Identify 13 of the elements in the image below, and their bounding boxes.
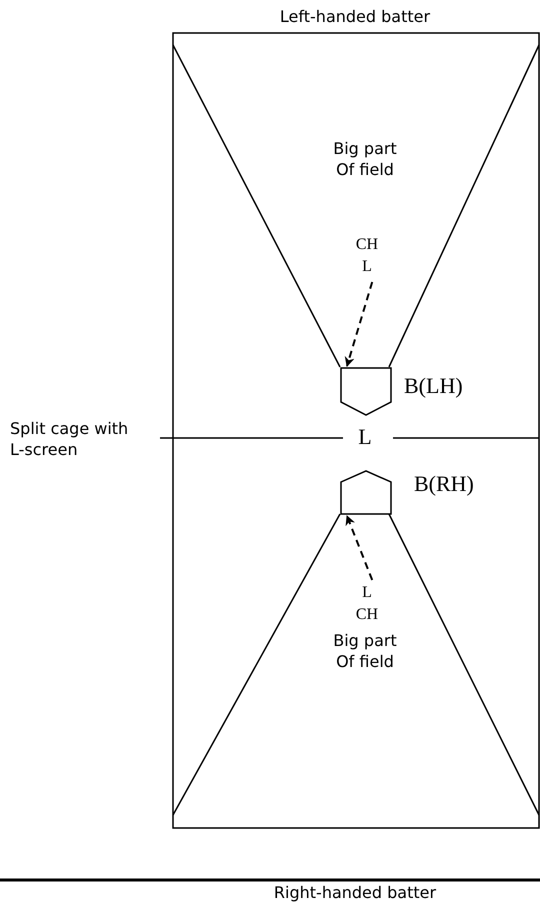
pitch-arrow [344, 282, 374, 367]
home-plate-shape [340, 470, 392, 515]
field-label: Big part Of field [332, 630, 398, 672]
pitch-label: L CH [354, 582, 380, 626]
field-label: Big part Of field [332, 138, 398, 180]
pitch-arrow [346, 515, 374, 580]
batter-label: B(RH) [414, 471, 474, 497]
batter-label: B(LH) [404, 373, 463, 399]
cage-label: Split cage with L-screen [10, 418, 130, 460]
pitch-label: CH L [354, 234, 380, 278]
title-label: Right-handed batter [272, 882, 438, 902]
home-plate-shape [340, 367, 392, 416]
title-label: Left-handed batter [278, 6, 432, 27]
